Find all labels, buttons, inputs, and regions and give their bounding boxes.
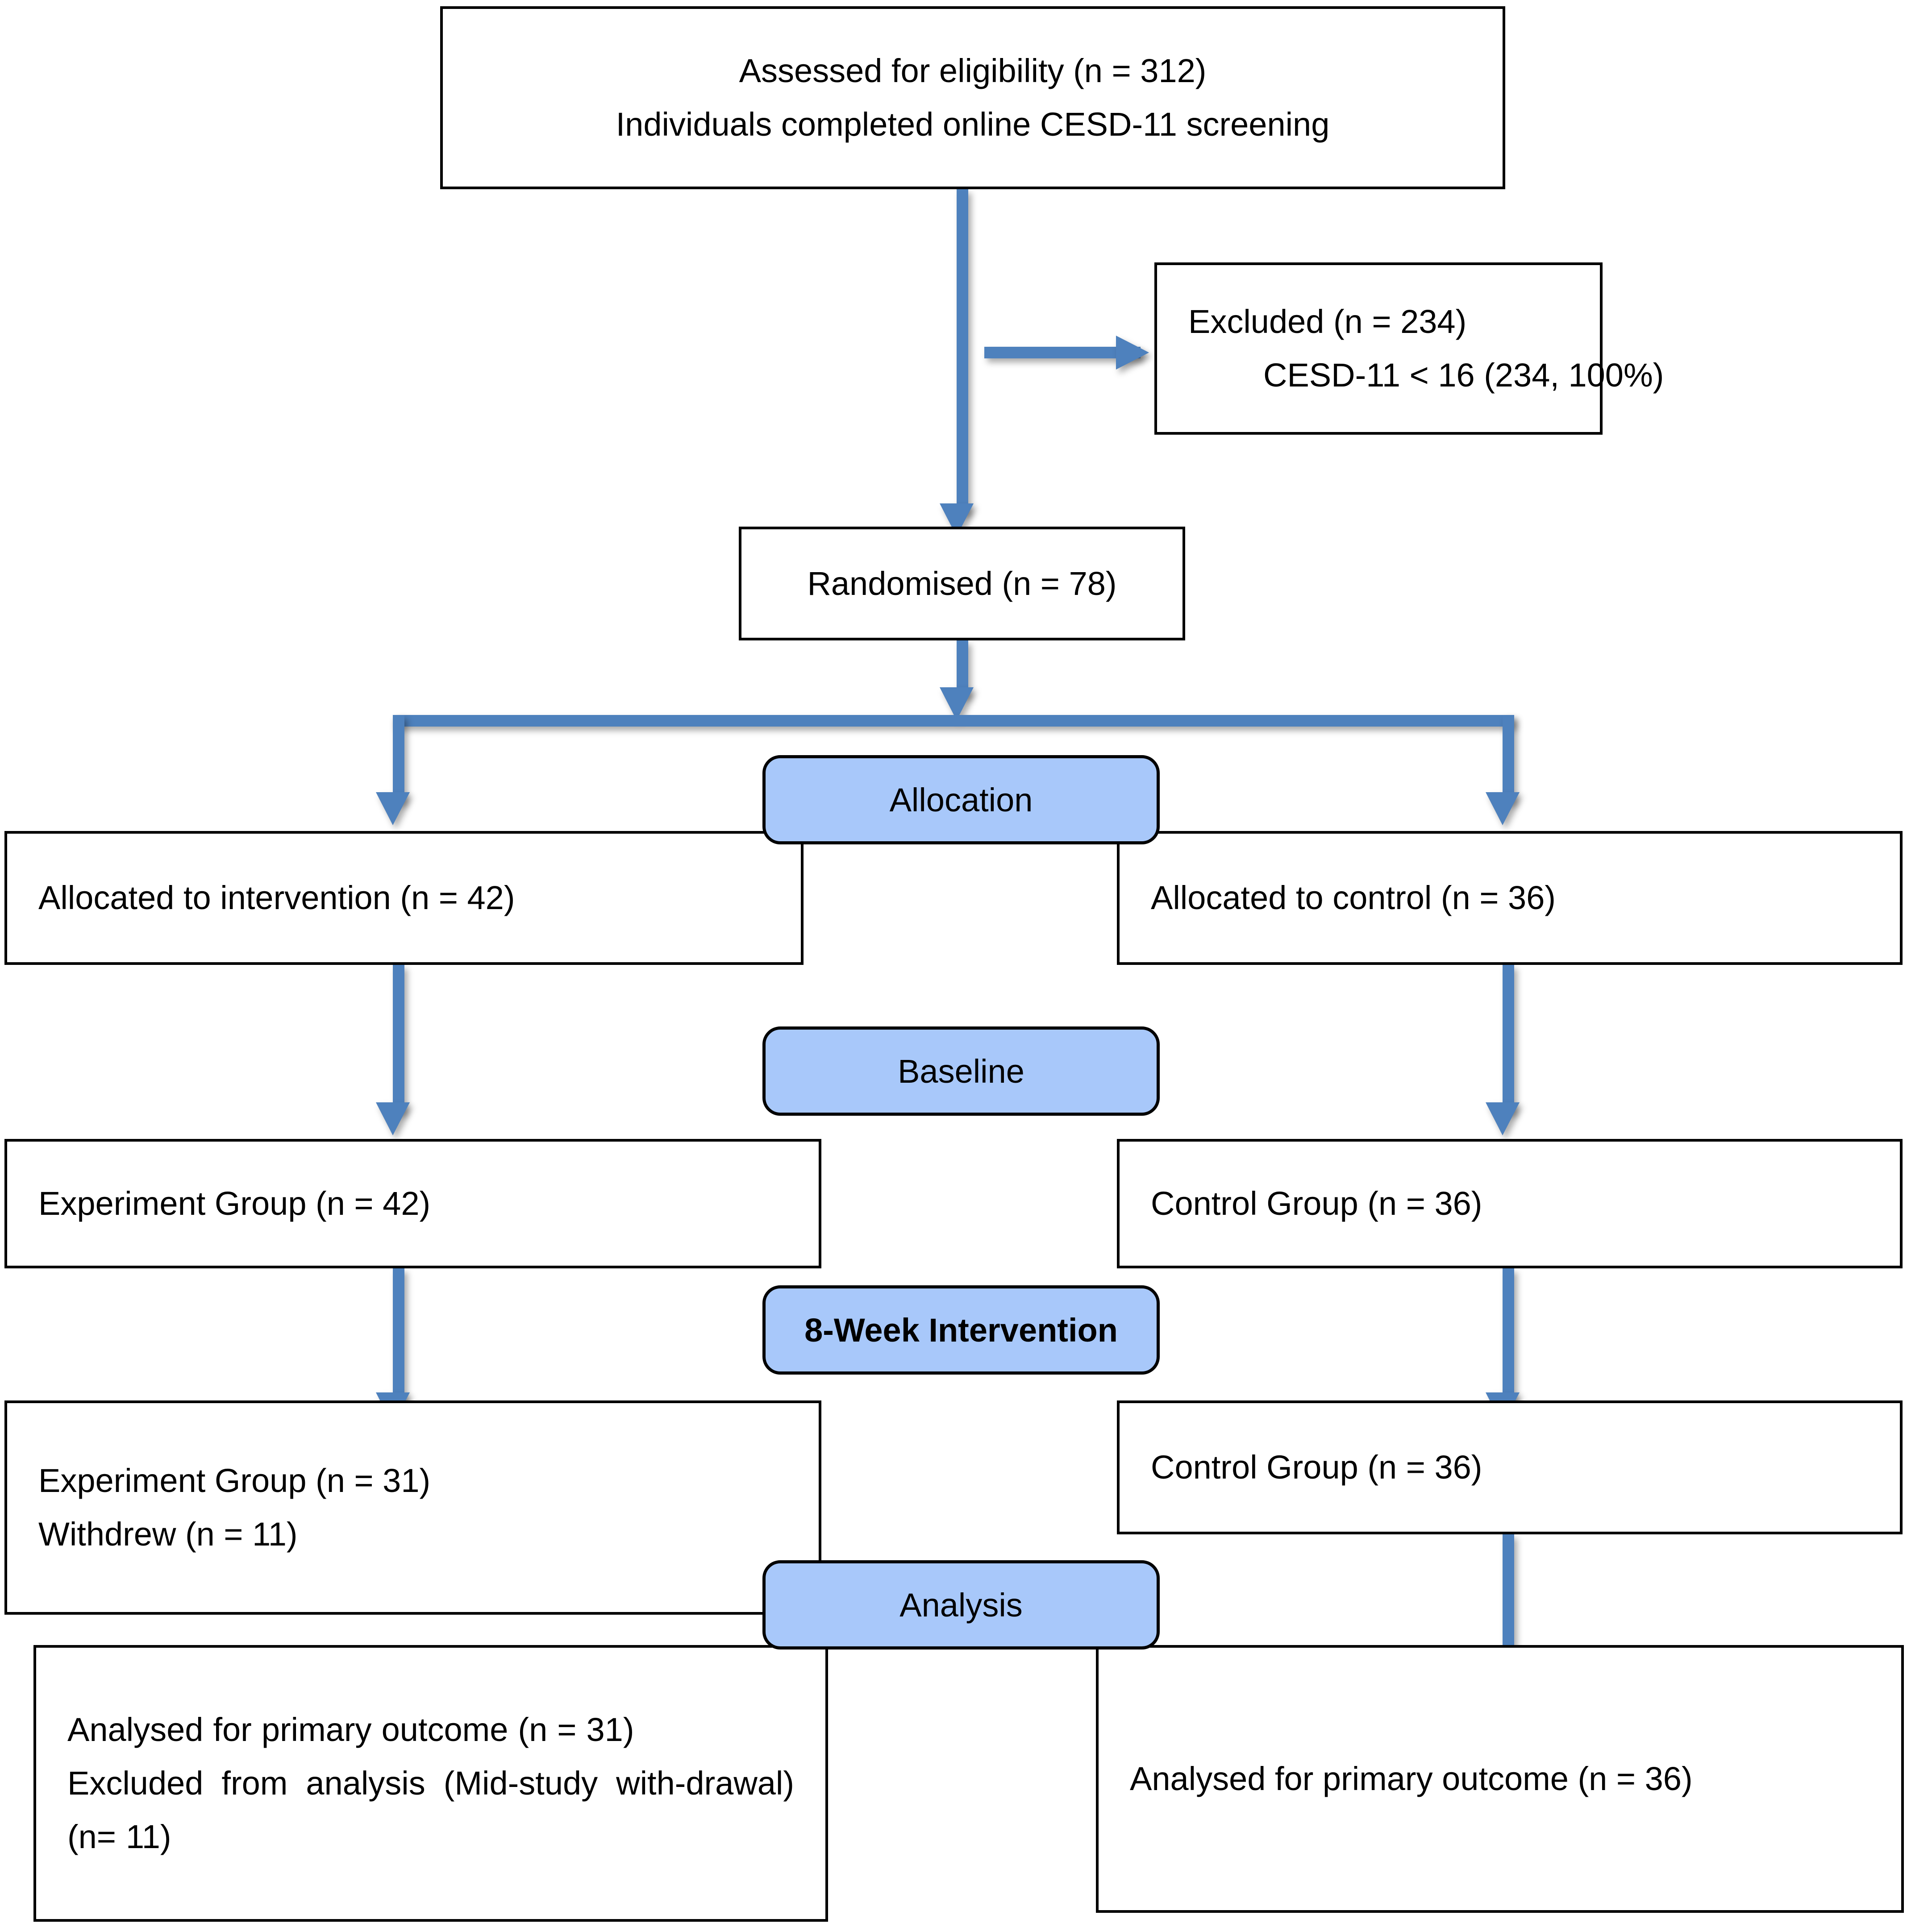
randomised-count: Randomised (n = 78) (807, 565, 1117, 602)
allocation-split-bar (393, 715, 1514, 727)
arrowhead-alloc-to-baseline-left (376, 1102, 410, 1135)
connector-split-left (393, 715, 404, 802)
connector-split-right (1503, 715, 1514, 802)
stage-pill-intervention: 8-Week Intervention (762, 1285, 1160, 1375)
arrowhead-alloc-to-baseline-right (1486, 1102, 1520, 1135)
arrowhead-to-excluded (1116, 336, 1149, 370)
post-intervention-experiment-box: Experiment Group (n = 31) Withdrew (n = … (4, 1400, 821, 1615)
excluded-reason: CESD-11 < 16 (234, 100%) (1263, 357, 1664, 394)
connector-baseline-to-post-left (393, 1268, 404, 1402)
stage-label-allocation: Allocation (889, 781, 1033, 819)
analysis-experiment-box: Analysed for primary outcome (n = 31) Ex… (33, 1645, 828, 1922)
stage-pill-baseline: Baseline (762, 1026, 1160, 1116)
arrowhead-split-left (376, 792, 410, 825)
arrowhead-split-right (1486, 792, 1520, 825)
connector-alloc-to-baseline-left (393, 965, 404, 1112)
analysis-experiment-count: Analysed for primary outcome (n = 31) (67, 1711, 634, 1749)
baseline-control-box: Control Group (n = 36) (1117, 1139, 1903, 1268)
allocated-intervention-box: Allocated to intervention (n = 42) (4, 831, 804, 965)
baseline-control-label: Control Group (n = 36) (1151, 1185, 1482, 1222)
analysis-experiment-excluded: Excluded from analysis (Mid-study with-d… (67, 1765, 794, 1855)
allocated-control-label: Allocated to control (n = 36) (1151, 879, 1556, 917)
analysis-control-count: Analysed for primary outcome (n = 36) (1130, 1760, 1693, 1798)
randomised-box: Randomised (n = 78) (739, 527, 1185, 640)
connector-randomised-down (957, 640, 968, 696)
post-experiment-withdrew: Withdrew (n = 11) (38, 1516, 298, 1553)
baseline-experiment-box: Experiment Group (n = 42) (4, 1139, 821, 1268)
excluded-count: Excluded (n = 234) (1188, 303, 1467, 341)
post-control-count: Control Group (n = 36) (1151, 1449, 1482, 1486)
baseline-experiment-label: Experiment Group (n = 42) (38, 1185, 431, 1222)
arrowhead-randomised-down (940, 687, 974, 720)
connector-post-to-analysis-right (1503, 1534, 1514, 1659)
assessed-eligibility-count: Assessed for eligibility (n = 312) (739, 52, 1207, 90)
analysis-control-box: Analysed for primary outcome (n = 36) (1096, 1645, 1904, 1913)
excluded-box: Excluded (n = 234) CESD-11 < 16 (234, 10… (1154, 262, 1664, 435)
connector-alloc-to-baseline-right (1503, 965, 1514, 1112)
allocated-control-box: Allocated to control (n = 36) (1117, 831, 1903, 965)
stage-label-analysis: Analysis (899, 1586, 1023, 1624)
stage-label-baseline: Baseline (898, 1052, 1024, 1090)
assessed-for-eligibility-box: Assessed for eligibility (n = 312) Indiv… (440, 6, 1505, 189)
assessed-eligibility-detail: Individuals completed online CESD-11 scr… (616, 106, 1330, 143)
stage-pill-analysis: Analysis (762, 1560, 1160, 1649)
stage-label-intervention: 8-Week Intervention (804, 1311, 1118, 1349)
connector-assessed-to-randomised (957, 189, 968, 513)
allocated-intervention-label: Allocated to intervention (n = 42) (38, 879, 515, 917)
connector-baseline-to-post-right (1503, 1268, 1514, 1402)
post-experiment-count: Experiment Group (n = 31) (38, 1462, 431, 1500)
connector-to-excluded (984, 347, 1141, 358)
stage-pill-allocation: Allocation (762, 755, 1160, 844)
post-intervention-control-box: Control Group (n = 36) (1117, 1400, 1903, 1534)
